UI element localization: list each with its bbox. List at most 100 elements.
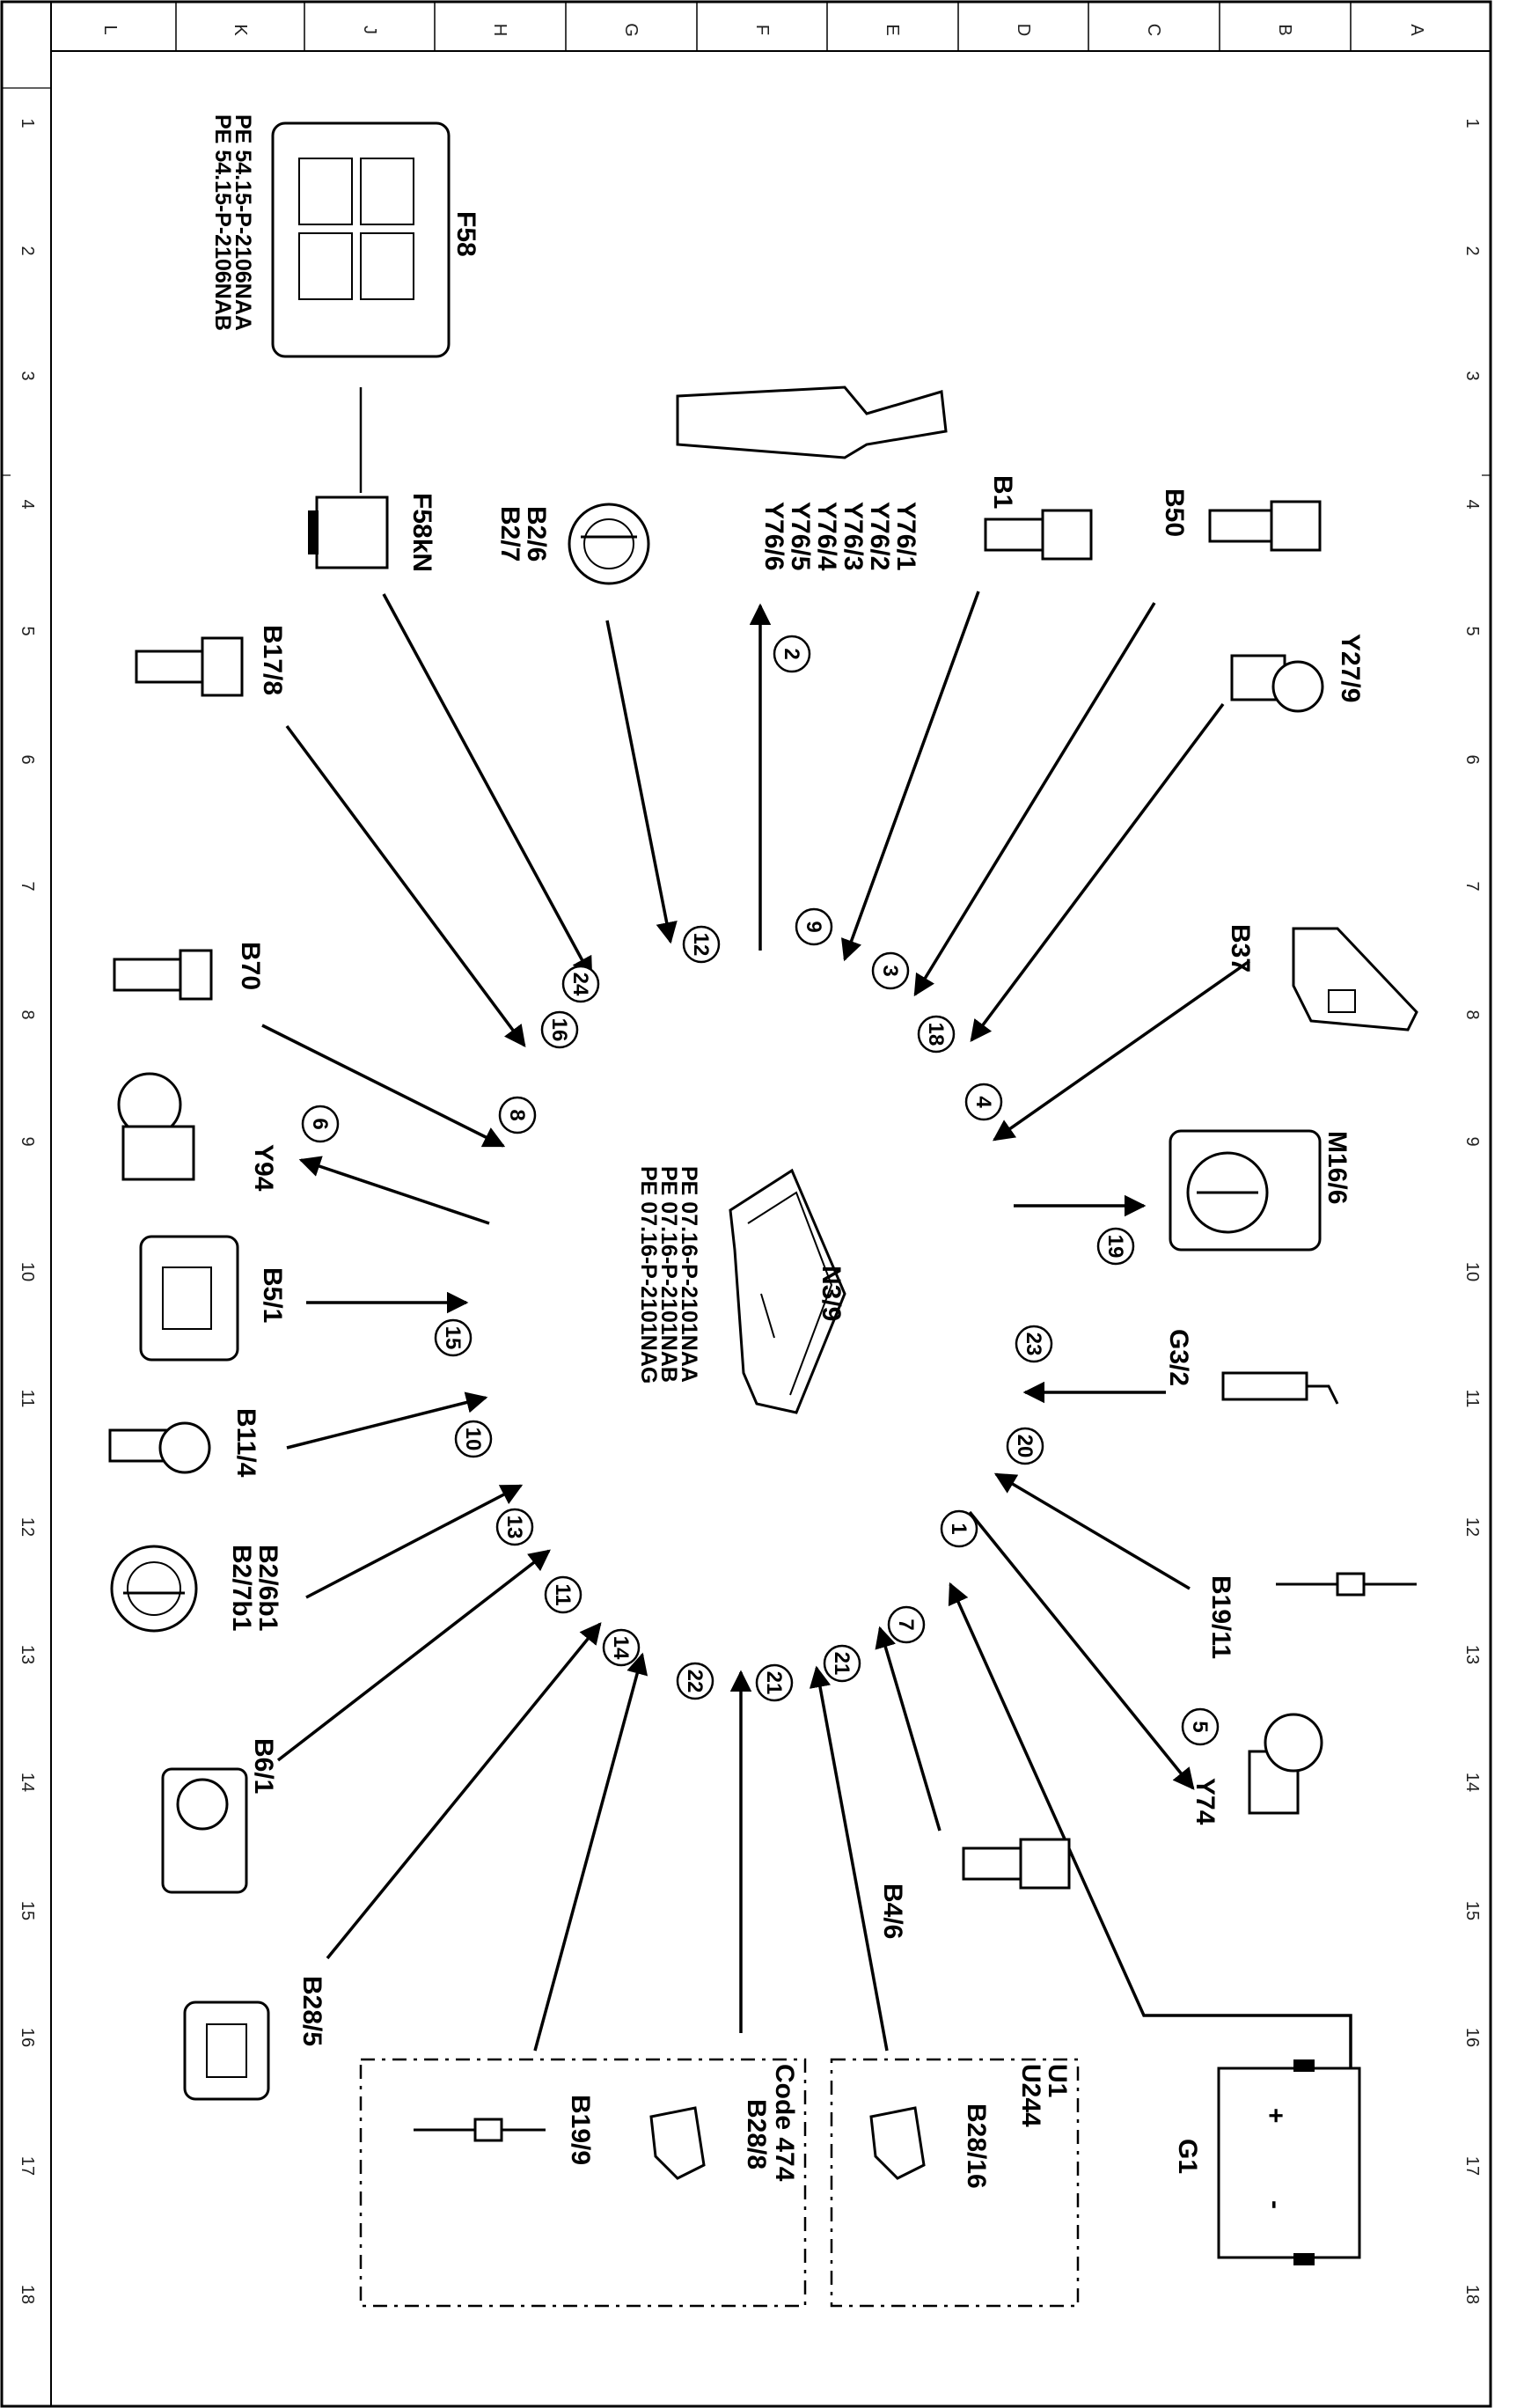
f58-ref-2: PE 54.15-P-2106NAB [210,114,235,331]
b28-8-label: B28/8 [742,2099,771,2169]
u1-label: U1 [1043,2064,1072,2097]
sensor-b11-4: B11/4 [108,1408,260,1478]
row-10-left: 10 [18,1262,37,1281]
row-14-left: 14 [18,1773,37,1792]
row-13-right: 13 [1462,1645,1482,1664]
battery-minus: - [1261,2200,1290,2209]
y94-label: Y94 [249,1144,278,1192]
num-6: 6 [301,1105,340,1143]
arrow-b114 [286,1391,488,1450]
col-F: F [752,25,772,35]
arrow-b178 [285,724,526,1047]
b70-label: B70 [236,942,265,990]
ecu-doc-refs: PE 07.16-P-2101NAA PE 07.16-P-2101NAB PE… [636,1166,701,1384]
num-13: 13 [495,1508,534,1546]
row-5-left: 5 [18,626,37,635]
row-9-right: 9 [1462,1136,1482,1146]
b6-1-label: B6/1 [249,1738,278,1794]
arrow-b37 [992,959,1251,1142]
arrow-b50 [913,602,1156,997]
row-4-left: 4 [18,499,37,509]
y74-label: Y74 [1191,1778,1220,1825]
valve-y94: Y94 [117,1072,278,1192]
b28-5-label: B28/5 [297,1976,326,2046]
svg-text:14: 14 [609,1636,633,1660]
row-1-right: 1 [1462,118,1482,128]
num-22: 22 [676,1662,714,1700]
y76-3: Y76/3 [839,502,868,570]
b5-1-label: B5/1 [258,1267,287,1323]
battery-plus: + [1261,2108,1290,2124]
row-13-left: 13 [18,1645,37,1664]
sensor-b2-6b1: B2/6b1 B2/7b1 [110,1545,282,1633]
col-L: L [100,25,120,34]
svg-text:20: 20 [1013,1435,1037,1458]
col-C: C [1144,24,1163,36]
b4-6-label: B4/6 [878,1883,907,1939]
b17-8-label: B17/8 [258,625,287,695]
num-11: 11 [544,1575,582,1614]
col-D: D [1014,24,1033,36]
col-B: B [1275,24,1294,35]
svg-text:8: 8 [505,1109,529,1120]
row-4-right: 4 [1462,499,1482,509]
num-20: 20 [1006,1427,1044,1465]
svg-text:1: 1 [947,1523,971,1534]
num-9: 9 [795,907,833,946]
num-15: 15 [434,1318,473,1357]
row-18-right: 18 [1462,2285,1482,2304]
svg-text:6: 6 [308,1118,332,1129]
y76-5: Y76/5 [786,502,815,570]
row-17-left: 17 [18,2156,37,2176]
svg-text:10: 10 [461,1428,485,1451]
row-8-left: 8 [18,1009,37,1019]
num-19: 19 [1096,1227,1135,1266]
b50-label: B50 [1160,488,1189,537]
sensor-b50: B50 [1160,488,1322,552]
row-9-left: 9 [18,1136,37,1146]
arrow-g1 [948,1582,1352,2068]
sensor-b5-1: B5/1 [139,1235,287,1362]
group-code-474: Code 474 B28/8 B19/9 [359,2058,807,2308]
row-11-right: 11 [1462,1390,1482,1408]
u244-label: U244 [1016,2064,1045,2127]
row-15-left: 15 [18,1901,37,1920]
b2-6-label: B2/6 [522,506,551,562]
ecu-ref-1: PE 07.16-P-2101NAA [677,1166,701,1383]
arrow-b199 [533,1652,648,2052]
row-1-left: 1 [18,118,37,128]
sensor-b6-1: B6/1 [161,1738,278,1894]
svg-text:21: 21 [762,1671,786,1695]
arrow-b61 [276,1549,551,1762]
svg-text:23: 23 [1022,1332,1045,1356]
row-17-right: 17 [1462,2156,1482,2176]
b37-label: B37 [1226,924,1255,973]
row-12-left: 12 [18,1517,37,1537]
b2-6b1-label: B2/6b1 [253,1545,282,1631]
row-14-right: 14 [1462,1773,1482,1792]
throttle-m16-6: M16/6 [1169,1129,1352,1252]
arrow-b285 [326,1622,602,1960]
sensor-b2-6: B2/6 B2/7 [495,503,650,585]
row-11-left: 11 [18,1390,37,1408]
arrow-b2816 [809,1665,889,2052]
num-1: 1 [940,1509,978,1548]
row-12-right: 12 [1462,1517,1482,1537]
row-7-left: 7 [18,881,37,891]
col-H: H [490,24,509,36]
sensor-b19-11: B19/11 [1206,1572,1417,1659]
svg-text:3: 3 [878,965,902,976]
f58-ref-1: PE 54.15-P-2106NAA [231,114,255,331]
row-6-left: 6 [18,754,37,764]
row-8-right: 8 [1462,1009,1482,1019]
svg-text:5: 5 [1188,1721,1212,1732]
y76-2: Y76/2 [865,502,894,570]
svg-text:22: 22 [683,1670,707,1693]
arrow-f58kn [382,593,593,980]
row-7-right: 7 [1462,881,1482,891]
y76-4: Y76/4 [812,502,841,571]
fuse-box-f58: F58 PE 54.15-P-2106NAA PE 54.15-P-2106NA… [210,114,480,493]
valve-y27-9: Y27/9 [1230,634,1365,713]
row-3-left: 3 [18,371,37,380]
lambda-g3-2: G3/2 [1164,1329,1339,1405]
